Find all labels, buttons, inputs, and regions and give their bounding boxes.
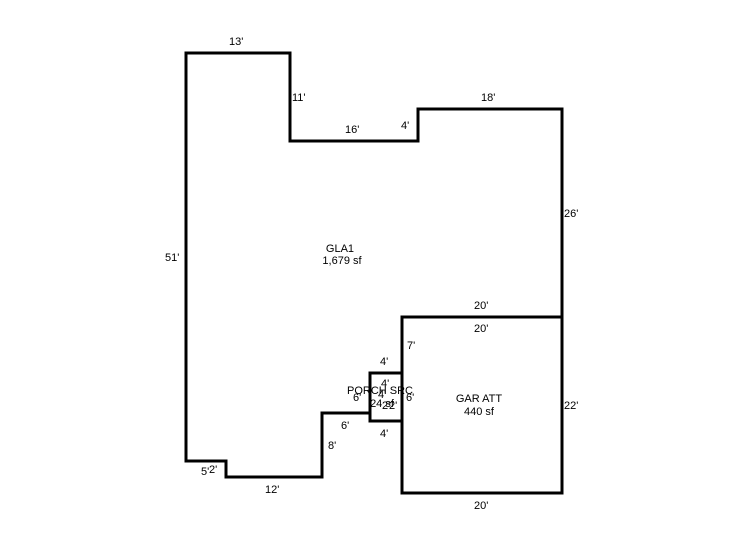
- dim-gla-inner-rise: 8': [328, 440, 336, 452]
- dim-gla-step-down: 11': [292, 92, 306, 104]
- dim-porch-inner-c: 2': [389, 400, 397, 412]
- dim-porch-top: 4': [380, 356, 388, 368]
- dim-gla-small-rise: 4': [401, 120, 409, 132]
- dim-gla-inner-run: 6': [341, 420, 349, 432]
- dim-gla-bottom-small-b: 2': [209, 464, 217, 476]
- dim-gla-right-top: 18': [481, 92, 495, 104]
- dim-porch-bottom: 4': [380, 428, 388, 440]
- porch-size-label: 24 sf: [370, 398, 395, 410]
- dim-gla-left-side: 51': [165, 252, 179, 264]
- garage-size-label: 440 sf: [464, 406, 495, 418]
- garage-outline: [400, 315, 564, 495]
- dim-porch-inner-b: 2': [382, 400, 390, 412]
- porch-outline: [368, 371, 404, 423]
- dim-garage-left-upper: 7': [407, 340, 415, 352]
- dim-gla-bottom-run: 12': [265, 484, 279, 496]
- dim-gla-bottom-small-a: 5': [201, 466, 209, 478]
- dim-gla-right-side: 26': [564, 208, 578, 220]
- dim-garage-right: 22': [564, 400, 578, 412]
- dim-garage-bottom: 20': [474, 500, 488, 512]
- dim-garage-top: 20': [474, 323, 488, 335]
- garage-name-label: GAR ATT: [456, 393, 503, 405]
- dim-gla-top: 13': [229, 36, 243, 48]
- dim-porch-right: 6': [406, 392, 414, 404]
- dim-porch-left: 6': [353, 392, 361, 404]
- gla-name-label: GLA1: [326, 243, 354, 255]
- dim-shared-wall-top: 20': [474, 300, 488, 312]
- dim-porch-inner-a: 4': [378, 389, 386, 401]
- dim-gla-mid-run: 16': [345, 124, 359, 136]
- dim-porch-inner-top: 4': [381, 378, 389, 390]
- gla-size-label: 1,679 sf: [322, 255, 362, 267]
- porch-name-label: PORCH SRC: [347, 385, 413, 397]
- gla-outline: [184, 51, 564, 479]
